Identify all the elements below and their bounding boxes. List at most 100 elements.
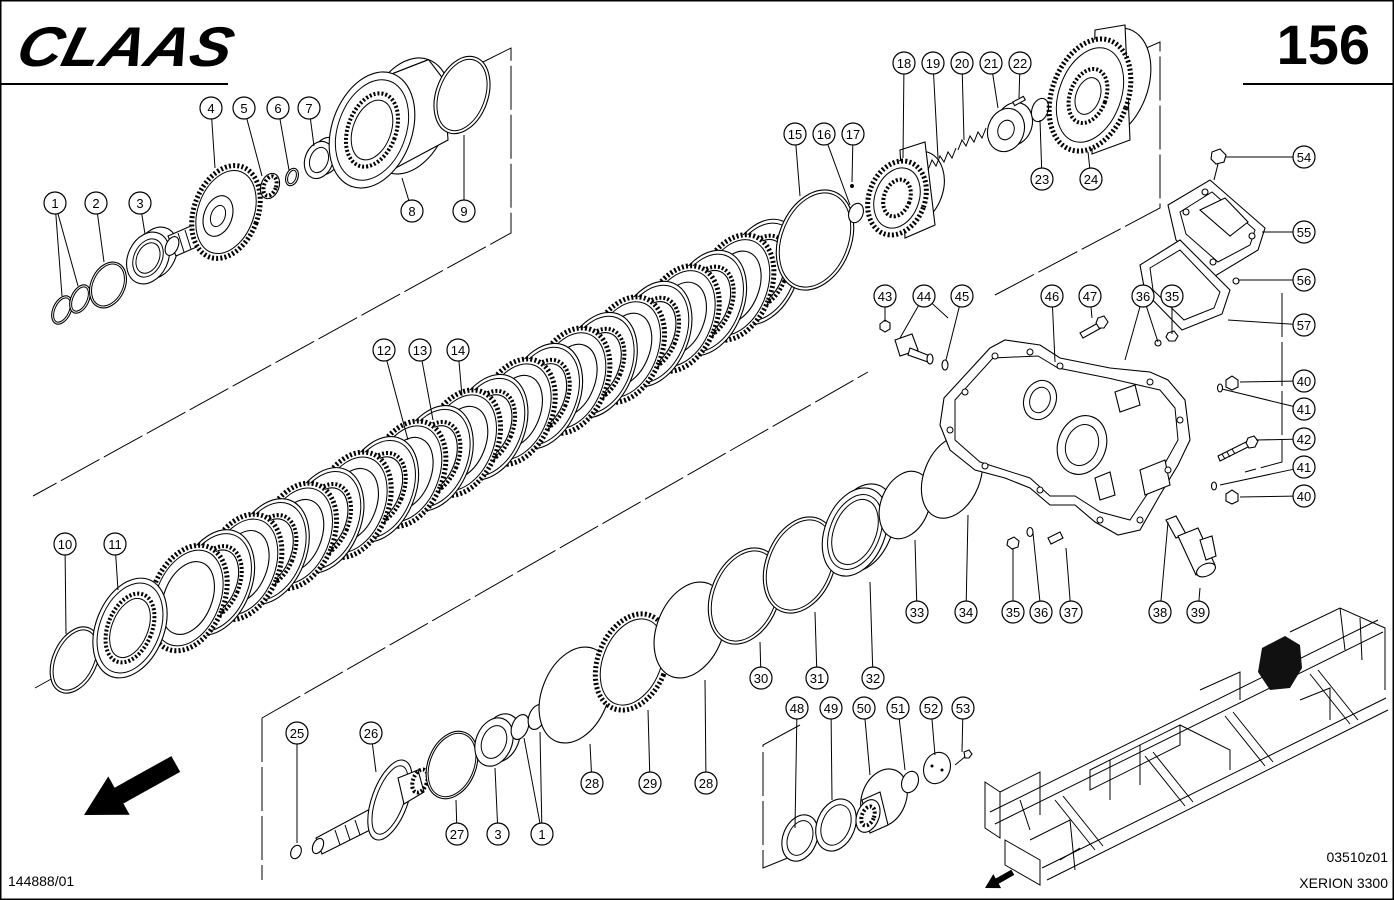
callout-circle[interactable] (445, 822, 469, 846)
callout-circle[interactable] (919, 696, 943, 720)
callout-circle[interactable] (1008, 51, 1032, 75)
callout-3[interactable]: 3 (128, 191, 152, 215)
callout-36[interactable]: 36 (1029, 600, 1053, 624)
callout-19[interactable]: 19 (921, 51, 945, 75)
callout-circle[interactable] (1040, 284, 1064, 308)
callout-circle[interactable] (841, 122, 865, 146)
callout-32[interactable]: 32 (861, 666, 885, 690)
callout-50[interactable]: 50 (852, 696, 876, 720)
callout-circle[interactable] (638, 771, 662, 795)
callout-circle[interactable] (452, 199, 476, 223)
callout-26[interactable]: 26 (359, 721, 383, 745)
callout-29[interactable]: 29 (638, 771, 662, 795)
callout-circle[interactable] (783, 122, 807, 146)
callout-circle[interactable] (979, 51, 1003, 75)
callout-circle[interactable] (852, 696, 876, 720)
callout-39[interactable]: 39 (1186, 600, 1210, 624)
callout-2[interactable]: 2 (84, 191, 108, 215)
callout-circle[interactable] (84, 191, 108, 215)
callout-33[interactable]: 33 (905, 600, 929, 624)
callout-9[interactable]: 9 (452, 199, 476, 223)
callout-circle[interactable] (950, 284, 974, 308)
callout-30[interactable]: 30 (749, 666, 773, 690)
callout-circle[interactable] (53, 532, 77, 556)
callout-circle[interactable] (785, 696, 809, 720)
callout-circle[interactable] (1131, 284, 1155, 308)
callout-13[interactable]: 13 (408, 338, 432, 362)
callout-circle[interactable] (446, 338, 470, 362)
callout-circle[interactable] (886, 696, 910, 720)
callout-circle[interactable] (297, 96, 321, 120)
callout-circle[interactable] (1186, 600, 1210, 624)
callout-circle[interactable] (1292, 484, 1316, 508)
callout-circle[interactable] (1292, 313, 1316, 337)
callout-36[interactable]: 36 (1131, 284, 1155, 308)
callout-28[interactable]: 28 (694, 771, 718, 795)
callout-18[interactable]: 18 (892, 51, 916, 75)
callout-circle[interactable] (400, 199, 424, 223)
callout-circle[interactable] (1001, 600, 1025, 624)
callout-circle[interactable] (749, 666, 773, 690)
callout-circle[interactable] (1029, 600, 1053, 624)
callout-35[interactable]: 35 (1160, 284, 1184, 308)
callout-16[interactable]: 16 (812, 122, 836, 146)
callout-circle[interactable] (530, 822, 554, 846)
callout-22[interactable]: 22 (1008, 51, 1032, 75)
callout-circle[interactable] (1292, 397, 1316, 421)
callout-44[interactable]: 44 (912, 284, 936, 308)
callout-48[interactable]: 48 (785, 696, 809, 720)
callout-27[interactable]: 27 (445, 822, 469, 846)
callout-28[interactable]: 28 (580, 771, 604, 795)
callout-circle[interactable] (128, 191, 152, 215)
callout-circle[interactable] (1292, 427, 1316, 451)
callout-40[interactable]: 40 (1292, 369, 1316, 393)
callout-circle[interactable] (1292, 369, 1316, 393)
callout-circle[interactable] (408, 338, 432, 362)
callout-43[interactable]: 43 (873, 284, 897, 308)
callout-45[interactable]: 45 (950, 284, 974, 308)
callout-54[interactable]: 54 (1292, 145, 1316, 169)
callout-circle[interactable] (892, 51, 916, 75)
callout-circle[interactable] (812, 122, 836, 146)
callout-circle[interactable] (912, 284, 936, 308)
callout-circle[interactable] (1078, 284, 1102, 308)
callout-55[interactable]: 55 (1292, 220, 1316, 244)
callout-25[interactable]: 25 (285, 721, 309, 745)
callout-circle[interactable] (285, 721, 309, 745)
callout-circle[interactable] (266, 96, 290, 120)
callout-circle[interactable] (1292, 145, 1316, 169)
callout-20[interactable]: 20 (950, 51, 974, 75)
callout-24[interactable]: 24 (1079, 167, 1103, 191)
callout-circle[interactable] (486, 822, 510, 846)
callout-31[interactable]: 31 (805, 666, 829, 690)
callout-47[interactable]: 47 (1078, 284, 1102, 308)
callout-circle[interactable] (954, 600, 978, 624)
callout-circle[interactable] (905, 600, 929, 624)
callout-12[interactable]: 12 (372, 338, 396, 362)
callout-41[interactable]: 41 (1292, 397, 1316, 421)
callout-34[interactable]: 34 (954, 600, 978, 624)
callout-circle[interactable] (232, 96, 256, 120)
callout-21[interactable]: 21 (979, 51, 1003, 75)
callout-1[interactable]: 1 (43, 191, 67, 215)
callout-6[interactable]: 6 (266, 96, 290, 120)
callout-5[interactable]: 5 (232, 96, 256, 120)
callout-circle[interactable] (359, 721, 383, 745)
callout-circle[interactable] (1079, 167, 1103, 191)
callout-4[interactable]: 4 (199, 96, 223, 120)
callout-40[interactable]: 40 (1292, 484, 1316, 508)
callout-51[interactable]: 51 (886, 696, 910, 720)
callout-circle[interactable] (694, 771, 718, 795)
callout-52[interactable]: 52 (919, 696, 943, 720)
callout-circle[interactable] (580, 771, 604, 795)
callout-circle[interactable] (1292, 455, 1316, 479)
callout-49[interactable]: 49 (819, 696, 843, 720)
callout-circle[interactable] (1292, 268, 1316, 292)
callout-circle[interactable] (43, 191, 67, 215)
callout-17[interactable]: 17 (841, 122, 865, 146)
callout-10[interactable]: 10 (53, 532, 77, 556)
callout-circle[interactable] (1030, 167, 1054, 191)
callout-circle[interactable] (861, 666, 885, 690)
callout-circle[interactable] (372, 338, 396, 362)
callout-circle[interactable] (819, 696, 843, 720)
